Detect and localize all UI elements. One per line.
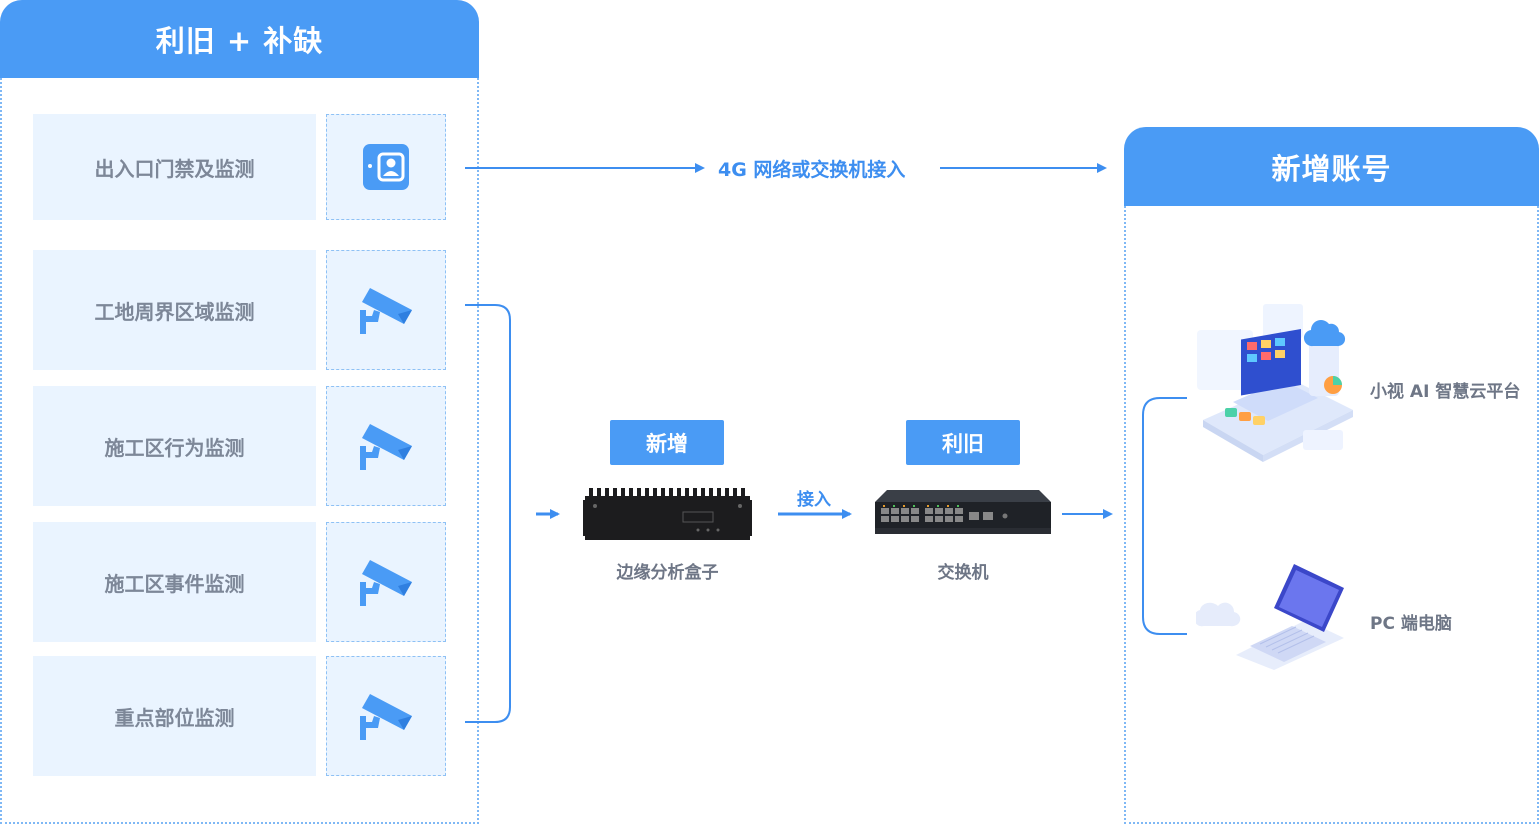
- edge-box-label: 边缘分析盒子: [616, 563, 719, 583]
- security-camera-icon: [360, 288, 412, 334]
- item-label: 重点部位监测: [114, 705, 235, 730]
- item-label: 施工区行为监测: [104, 435, 245, 460]
- edge-box-tag: 新增: [610, 420, 724, 465]
- left-panel-title: 利旧 + 补缺: [0, 0, 479, 78]
- security-camera-icon: [360, 560, 412, 606]
- edge-box-tag-text: 新增: [646, 431, 688, 456]
- edge-box-icon: [583, 488, 752, 540]
- connection-label: 4G 网络或交换机接入: [718, 159, 906, 181]
- camera-bracket: [465, 304, 511, 723]
- item-key-area: 重点部位监测: [33, 656, 316, 776]
- platform-bracket: [1142, 397, 1187, 635]
- item-label: 工地周界区域监测: [94, 299, 255, 324]
- security-camera-icon: [360, 694, 412, 740]
- item-icon-box: [326, 522, 446, 642]
- left-panel-title-text: 利旧 + 补缺: [155, 24, 324, 58]
- item-construction-behavior: 施工区行为监测: [33, 386, 316, 506]
- pc-laptop-illustration: [1196, 564, 1344, 670]
- cloud-platform-label: 小视 AI 智慧云平台: [1370, 382, 1521, 402]
- right-panel-title-text: 新增账号: [1271, 151, 1392, 186]
- pc-label: PC 端电脑: [1370, 614, 1452, 634]
- item-icon-box: [326, 250, 446, 370]
- cloud-platform-illustration: [1197, 304, 1353, 462]
- switch-icon: [875, 490, 1051, 534]
- right-panel-title: 新增账号: [1124, 127, 1539, 206]
- security-camera-icon: [360, 424, 412, 470]
- item-icon-box: [326, 114, 446, 220]
- left-panel-body: [0, 78, 479, 824]
- item-icon-box: [326, 386, 446, 506]
- right-panel-body: [1124, 206, 1539, 824]
- item-perimeter: 工地周界区域监测: [33, 250, 316, 370]
- switch-tag-text: 利旧: [942, 431, 984, 456]
- switch-tag: 利旧: [906, 420, 1020, 465]
- item-label: 施工区事件监测: [104, 571, 245, 596]
- item-label: 出入口门禁及监测: [94, 156, 255, 181]
- item-entrance-access: 出入口门禁及监测: [33, 114, 316, 220]
- item-icon-box: [326, 656, 446, 776]
- access-label: 接入: [797, 490, 831, 510]
- switch-label: 交换机: [937, 563, 989, 583]
- door-access-icon: [363, 144, 409, 190]
- item-construction-event: 施工区事件监测: [33, 522, 316, 642]
